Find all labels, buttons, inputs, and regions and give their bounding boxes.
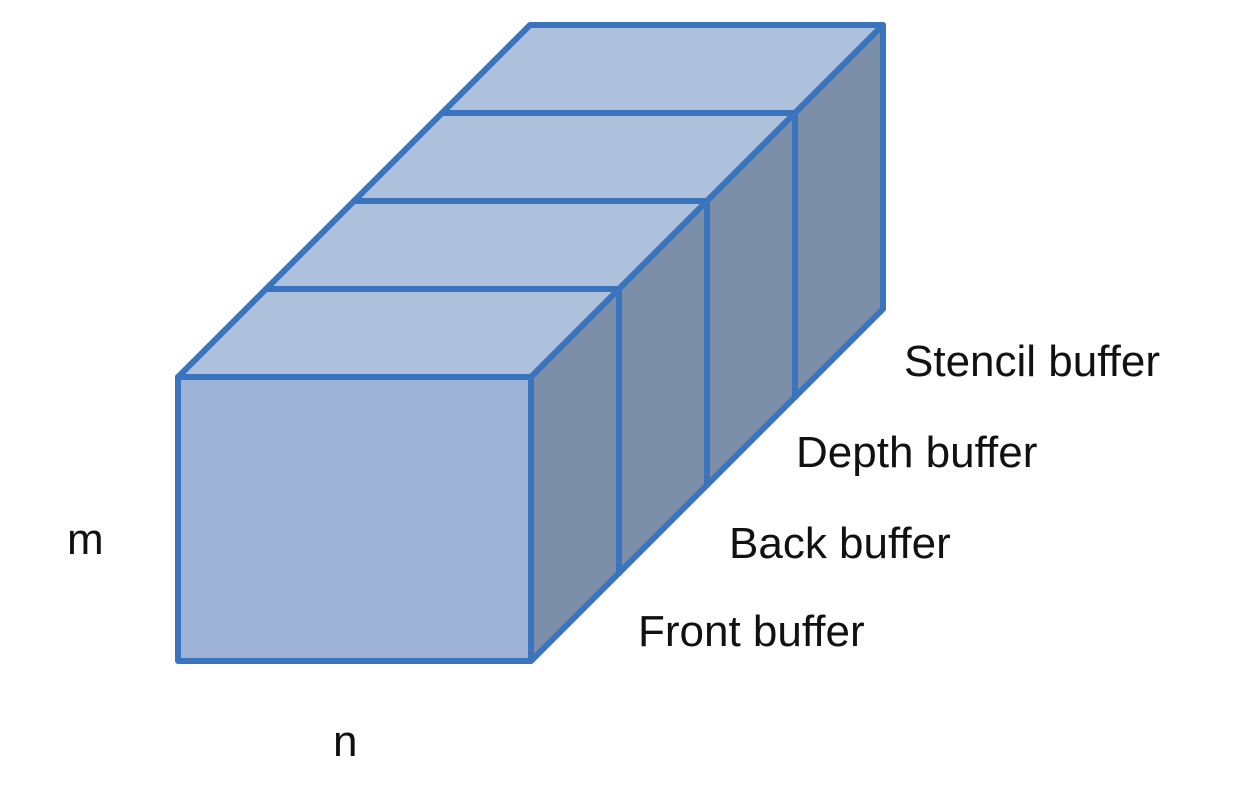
- stencil-buffer-label: Stencil buffer: [904, 337, 1161, 386]
- depth-buffer-label: Depth buffer: [796, 428, 1038, 477]
- front-buffer-front-face: [175, 374, 534, 664]
- width-dimension-label: n: [333, 717, 358, 766]
- height-dimension-label: m: [67, 515, 104, 564]
- front-buffer-label: Front buffer: [638, 607, 865, 656]
- back-buffer-label: Back buffer: [729, 519, 951, 568]
